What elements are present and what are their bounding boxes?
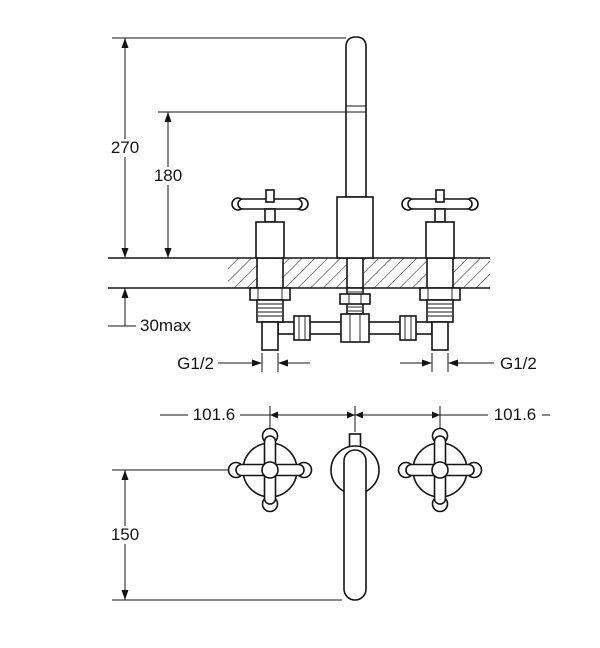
handle-hub — [431, 461, 449, 479]
center-tailpiece — [339, 287, 371, 343]
dim-270-label: 270 — [111, 138, 139, 157]
dim-g12-left: G1/2 — [177, 353, 310, 373]
dim-180-label: 180 — [154, 166, 182, 185]
dim-30max-label: 30max — [140, 316, 192, 335]
dim-g12-left-label: G1/2 — [177, 354, 214, 373]
right-inlet-stub — [431, 321, 449, 351]
right-handle-plan — [397, 427, 483, 513]
handle-stem — [264, 208, 276, 223]
handle-stem — [434, 208, 446, 223]
dimensions: 270 180 30max G1/2 — [104, 37, 550, 601]
right-valve-body — [419, 287, 461, 351]
dim-30max: 30max — [108, 288, 192, 335]
right-handle-front — [401, 189, 479, 259]
spout-tube — [345, 36, 367, 198]
handle-hub — [261, 461, 279, 479]
left-inlet-stub — [261, 321, 279, 351]
left-handle-plan — [227, 427, 313, 513]
left-handle-front — [231, 189, 309, 259]
spout-lever — [343, 449, 367, 601]
dim-150-label: 150 — [111, 525, 139, 544]
handle-base — [255, 221, 285, 259]
dim-101-spacing: 101.6 101.6 — [160, 405, 550, 432]
handle-stem — [265, 189, 275, 203]
right-locknut — [419, 287, 461, 301]
pipe-nut-left — [293, 315, 311, 341]
spout-body — [336, 196, 374, 259]
spout-front — [336, 36, 374, 259]
spout-plan — [330, 433, 380, 601]
center-tee — [340, 313, 370, 343]
dim-g12-right-label: G1/2 — [500, 354, 537, 373]
handle-base — [425, 221, 455, 259]
below-deck-assembly — [249, 287, 461, 351]
tailpiece-nut — [339, 293, 371, 305]
plan-view — [227, 427, 483, 601]
left-locknut — [249, 287, 291, 301]
handle-stem — [435, 189, 445, 203]
deck-section — [108, 257, 490, 289]
left-valve-body — [249, 287, 291, 351]
dim-270: 270 — [104, 37, 346, 258]
dim-180: 180 — [147, 111, 346, 258]
pipe-nut-right — [399, 315, 417, 341]
dim-150: 150 — [104, 469, 342, 601]
dim-g12-right: G1/2 — [400, 353, 537, 373]
dim-101-left-label: 101.6 — [193, 405, 236, 424]
front-view — [108, 36, 490, 351]
dim-101-right-label: 101.6 — [494, 405, 537, 424]
